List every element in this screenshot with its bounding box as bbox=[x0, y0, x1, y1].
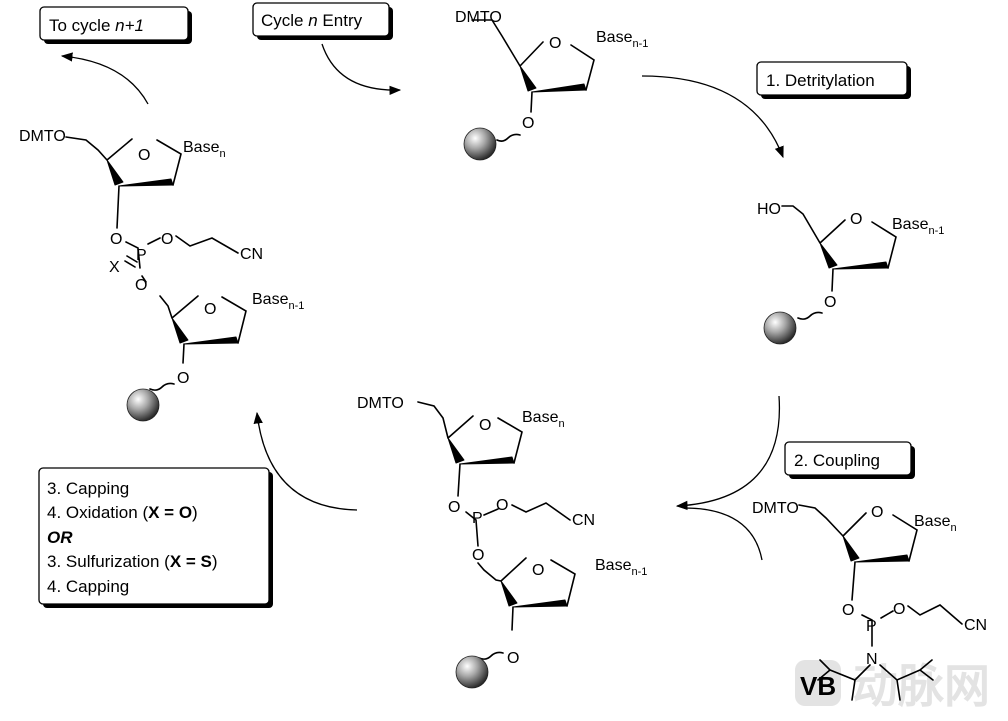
svg-text:3. Capping: 3. Capping bbox=[47, 479, 129, 498]
watermark-logo-letters: VB bbox=[800, 671, 836, 701]
svg-text:4. Oxidation (X = O): 4. Oxidation (X = O) bbox=[47, 503, 198, 522]
svg-text:Basen: Basen bbox=[522, 409, 565, 430]
arrow-cycle-entry bbox=[321, 43, 402, 96]
svg-text:O: O bbox=[138, 147, 150, 164]
svg-text:Basen-1: Basen-1 bbox=[595, 557, 647, 578]
molecule-phosphoramidite: DMTO O Basen O P O CN N bbox=[752, 500, 987, 701]
svg-text:P: P bbox=[866, 618, 877, 635]
arrow-phosphoramidite-in bbox=[683, 507, 763, 561]
molecule-phosphite-dinucleotide: DMTO O Basen O P O CN O O Basen-1 O bbox=[357, 395, 647, 689]
svg-text:O: O bbox=[522, 115, 534, 132]
svg-text:O: O bbox=[532, 562, 544, 579]
svg-text:O: O bbox=[135, 277, 147, 294]
svg-text:4. Capping: 4. Capping bbox=[47, 577, 129, 596]
arrow-detritylation bbox=[641, 75, 784, 159]
arrow-to-capping-oxidation bbox=[253, 411, 358, 511]
svg-text:HO: HO bbox=[757, 201, 781, 218]
svg-text:O: O bbox=[507, 650, 519, 667]
molecule-detritylated: HO O Basen-1 O bbox=[757, 201, 944, 345]
svg-text:O: O bbox=[842, 602, 854, 619]
arrow-to-coupling bbox=[675, 395, 781, 511]
label-to-cycle: To cycle n+1 bbox=[39, 6, 192, 44]
molecule-phosphotriester-dinucleotide: DMTO O Basen O P O CN X O O Basen-1 O bbox=[19, 128, 304, 422]
svg-text:O: O bbox=[479, 417, 491, 434]
svg-text:Basen-1: Basen-1 bbox=[892, 216, 944, 237]
svg-text:O: O bbox=[177, 370, 189, 387]
label-detritylation: 1. Detritylation bbox=[756, 61, 911, 99]
svg-text:Basen-1: Basen-1 bbox=[596, 29, 648, 50]
svg-text:3. Sulfurization (X = S): 3. Sulfurization (X = S) bbox=[47, 552, 218, 571]
svg-text:N: N bbox=[866, 651, 878, 668]
molecule-support-nucleoside: DMTO O Basen-1 O bbox=[455, 9, 648, 161]
svg-text:O: O bbox=[204, 301, 216, 318]
svg-text:DMTO: DMTO bbox=[752, 500, 799, 517]
svg-text:O: O bbox=[549, 35, 561, 52]
label-cycle-entry: Cycle n Entry bbox=[252, 2, 393, 40]
svg-text:DMTO: DMTO bbox=[455, 9, 502, 26]
svg-text:Cycle n Entry: Cycle n Entry bbox=[261, 11, 363, 30]
svg-text:2. Coupling: 2. Coupling bbox=[794, 451, 880, 470]
watermark: VB 动脉网 bbox=[795, 660, 990, 712]
svg-text:Basen: Basen bbox=[183, 139, 226, 160]
svg-text:O: O bbox=[824, 294, 836, 311]
svg-text:P: P bbox=[136, 247, 147, 264]
svg-text:DMTO: DMTO bbox=[19, 128, 66, 145]
conditions-box: 3. Capping 4. Oxidation (X = O) OR 3. Su… bbox=[38, 467, 273, 608]
svg-text:X: X bbox=[109, 259, 120, 276]
svg-text:Basen-1: Basen-1 bbox=[252, 291, 304, 312]
svg-text:O: O bbox=[448, 499, 460, 516]
svg-text:O: O bbox=[110, 231, 122, 248]
svg-text:To cycle n+1: To cycle n+1 bbox=[49, 16, 144, 35]
svg-text:O: O bbox=[893, 601, 905, 618]
svg-text:O: O bbox=[161, 231, 173, 248]
arrow-to-next-cycle bbox=[60, 52, 149, 105]
svg-text:O: O bbox=[472, 547, 484, 564]
svg-text:Basen: Basen bbox=[914, 513, 957, 534]
label-coupling: 2. Coupling bbox=[784, 441, 915, 479]
svg-text:O: O bbox=[496, 497, 508, 514]
svg-text:CN: CN bbox=[964, 617, 987, 634]
svg-text:CN: CN bbox=[572, 512, 595, 529]
svg-text:OR: OR bbox=[47, 528, 73, 547]
svg-text:1. Detritylation: 1. Detritylation bbox=[766, 71, 875, 90]
watermark-logo-icon bbox=[795, 660, 841, 706]
svg-text:O: O bbox=[850, 211, 862, 228]
svg-text:O: O bbox=[871, 504, 883, 521]
svg-text:DMTO: DMTO bbox=[357, 395, 404, 412]
svg-text:CN: CN bbox=[240, 246, 263, 263]
svg-text:P: P bbox=[472, 510, 483, 527]
cycle-arrows bbox=[60, 43, 784, 561]
